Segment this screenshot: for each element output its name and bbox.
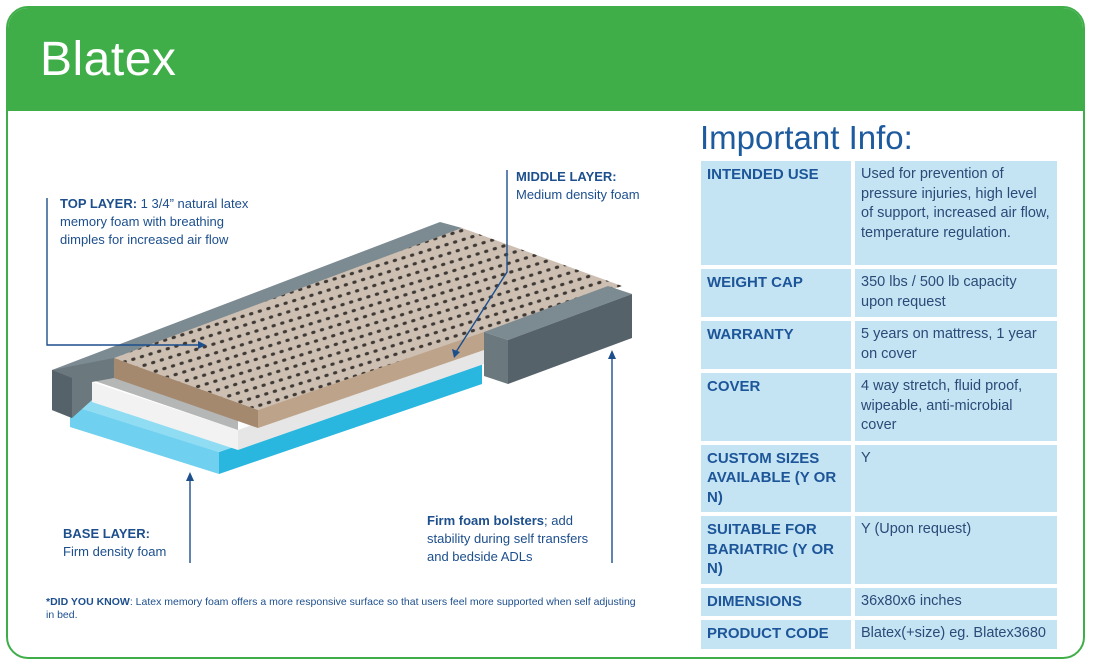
row-key: COVER: [701, 373, 851, 441]
bolsters-text: ; add stability during self transfers an…: [427, 513, 589, 564]
brand-title: Blatex: [40, 33, 177, 86]
top-layer-text: 1 3/4” natural latex memory foam with br…: [60, 196, 249, 247]
left-bolster: [52, 358, 114, 418]
row-value: Y (Upon request): [855, 516, 1057, 584]
note-label: *DID YOU KNOW: [46, 596, 130, 608]
header-bar: Blatex: [8, 8, 1083, 111]
bolsters-label: Firm foam bolsters: [427, 513, 545, 528]
row-key: PRODUCT CODE: [701, 620, 851, 649]
table-row: WARRANTY 5 years on mattress, 1 year on …: [701, 321, 1057, 369]
top-layer-callout: TOP LAYER: 1 3/4” natural latex memory f…: [60, 195, 250, 249]
right-bolster: [484, 286, 632, 384]
table-row: INTENDED USE Used for prevention of pres…: [701, 161, 1057, 265]
middle-layer-label: MIDDLE LAYER:: [516, 169, 617, 184]
row-key: SUITABLE FOR BARIATRIC (Y OR N): [701, 516, 851, 584]
top-layer-label: TOP LAYER:: [60, 196, 138, 211]
base-layer-label: BASE LAYER:: [63, 526, 150, 541]
table-row: SUITABLE FOR BARIATRIC (Y OR N) Y (Upon …: [701, 516, 1057, 584]
base-layer-callout: BASE LAYER: Firm density foam: [63, 525, 223, 561]
middle-layer-text: Medium density foam: [516, 187, 640, 202]
arrow-heads: [186, 341, 616, 481]
row-key: INTENDED USE: [701, 161, 851, 265]
bolsters-callout: Firm foam bolsters; add stability during…: [427, 512, 612, 566]
row-key: WARRANTY: [701, 321, 851, 369]
did-you-know-note: *DID YOU KNOW: Latex memory foam offers …: [46, 596, 646, 622]
row-value: 36x80x6 inches: [855, 587, 1057, 616]
table-row: COVER 4 way stretch, fluid proof, wipeab…: [701, 373, 1057, 441]
note-text: : Latex memory foam offers a more respon…: [46, 596, 636, 621]
row-value: 4 way stretch, fluid proof, wipeable, an…: [855, 373, 1057, 441]
table-row: DIMENSIONS 36x80x6 inches: [701, 587, 1057, 616]
table-row: WEIGHT CAP 350 lbs / 500 lb capacity upo…: [701, 269, 1057, 317]
info-table: INTENDED USE Used for prevention of pres…: [697, 157, 1061, 653]
row-key: CUSTOM SIZES AVAILABLE (Y OR N): [701, 444, 851, 512]
row-value: Blatex(+size) eg. Blatex3680: [855, 620, 1057, 649]
row-key: DIMENSIONS: [701, 587, 851, 616]
row-value: Used for prevention of pressure injuries…: [855, 161, 1057, 265]
middle-layer-callout: MIDDLE LAYER: Medium density foam: [516, 168, 676, 204]
base-layer: [70, 362, 482, 474]
table-row: CUSTOM SIZES AVAILABLE (Y OR N) Y: [701, 444, 1057, 512]
row-value: Y: [855, 444, 1057, 512]
base-layer-text: Firm density foam: [63, 544, 167, 559]
latex-top-layer: [114, 228, 622, 428]
row-value: 5 years on mattress, 1 year on cover: [855, 321, 1057, 369]
table-row: PRODUCT CODE Blatex(+size) eg. Blatex368…: [701, 620, 1057, 649]
callout-lines: [46, 170, 613, 563]
row-value: 350 lbs / 500 lb capacity upon request: [855, 269, 1057, 317]
row-key: WEIGHT CAP: [701, 269, 851, 317]
important-info-title: Important Info:: [700, 119, 913, 156]
